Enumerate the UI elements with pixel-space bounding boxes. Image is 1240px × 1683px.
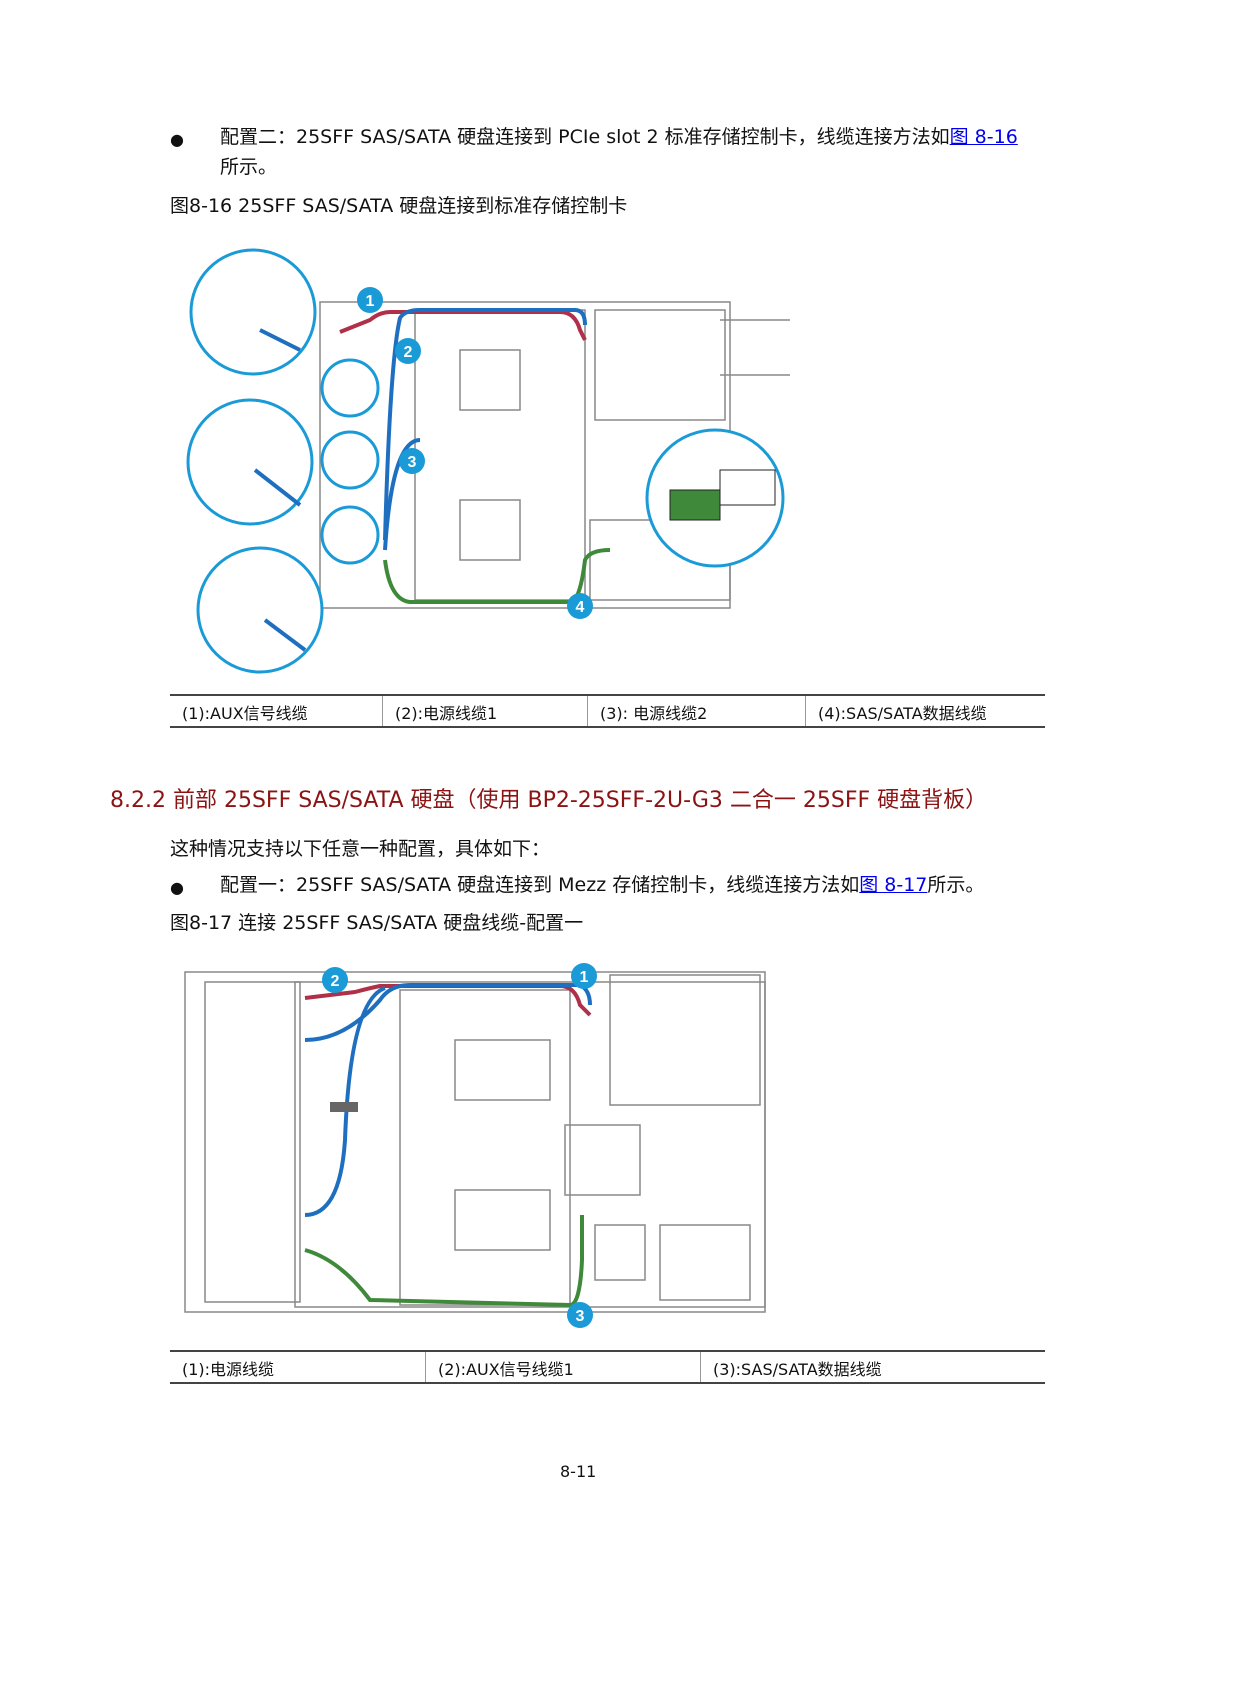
- section-heading: 8.2.2 前部 25SFF SAS/SATA 硬盘（使用 BP2-25SFF-…: [110, 788, 988, 813]
- callout-2: 2: [395, 338, 421, 364]
- config1-text-after: 所示。: [927, 874, 985, 896]
- legend-item: (2):AUX信号线缆1: [425, 1351, 701, 1383]
- callout-3: 3: [567, 1302, 593, 1328]
- callout-2: 2: [322, 967, 348, 993]
- figure-8-16-caption: 图8-16 25SFF SAS/SATA 硬盘连接到标准存储控制卡: [170, 195, 628, 217]
- bullet-icon: ●: [170, 878, 184, 897]
- legend-item: (1):AUX信号线缆: [182, 704, 308, 723]
- legend-item: (1):电源线缆: [182, 1360, 275, 1379]
- svg-text:2: 2: [331, 973, 340, 990]
- config1-text: 配置一：25SFF SAS/SATA 硬盘连接到 Mezz 存储控制卡，线缆连接…: [220, 874, 860, 896]
- svg-text:3: 3: [576, 1308, 585, 1325]
- section-intro: 这种情况支持以下任意一种配置，具体如下：: [170, 838, 551, 860]
- figure-8-17-legend: (1):电源线缆 (2):AUX信号线缆1 (3):SAS/SATA数据线缆: [170, 1350, 1045, 1384]
- svg-text:3: 3: [408, 454, 417, 471]
- figure-8-17-diagram: 1 2 3: [184, 963, 766, 1328]
- config2-paragraph: 配置二：25SFF SAS/SATA 硬盘连接到 PCIe slot 2 标准存…: [220, 122, 1018, 152]
- figure-8-16-legend: (1):AUX信号线缆 (2):电源线缆1 (3): 电源线缆2 (4):SAS…: [170, 694, 1045, 728]
- bullet-icon: ●: [170, 130, 184, 149]
- svg-text:1: 1: [366, 293, 375, 310]
- zoom-circles: [186, 248, 785, 674]
- page-number: 8-11: [560, 1462, 597, 1481]
- power-cable-1: [383, 308, 587, 541]
- figure-8-17-link[interactable]: 图 8-17: [859, 874, 928, 896]
- callout-1: 1: [357, 287, 383, 313]
- config1-paragraph: 配置一：25SFF SAS/SATA 硬盘连接到 Mezz 存储控制卡，线缆连接…: [220, 870, 984, 900]
- legend-item: (3):SAS/SATA数据线缆: [700, 1351, 1045, 1383]
- callout-4: 4: [567, 593, 593, 619]
- callout-1: 1: [571, 963, 597, 989]
- figure-8-17-caption: 图8-17 连接 25SFF SAS/SATA 硬盘线缆-配置一: [170, 912, 584, 934]
- data-cable: [304, 1215, 584, 1308]
- power-cable: [304, 983, 592, 1042]
- power-cable-2: [304, 986, 386, 1217]
- figure-8-16-diagram: 1 2 3 4: [186, 248, 790, 674]
- cables: [339, 308, 611, 604]
- config2-text-after: 所示。: [220, 156, 278, 178]
- cables: [304, 983, 592, 1308]
- svg-text:1: 1: [580, 969, 589, 986]
- legend-item: (3): 电源线缆2: [587, 695, 806, 727]
- callout-3: 3: [399, 448, 425, 474]
- power-cable-2: [383, 438, 421, 551]
- config2-text: 配置二：25SFF SAS/SATA 硬盘连接到 PCIe slot 2 标准存…: [220, 126, 950, 148]
- connector-icon: [669, 489, 721, 521]
- chassis: [184, 971, 766, 1313]
- svg-text:2: 2: [404, 344, 413, 361]
- figure-8-16-link[interactable]: 图 8-16: [949, 126, 1018, 148]
- svg-text:4: 4: [576, 599, 585, 616]
- legend-item: (4):SAS/SATA数据线缆: [805, 695, 1045, 727]
- legend-item: (2):电源线缆1: [382, 695, 588, 727]
- aux-cable: [339, 310, 587, 341]
